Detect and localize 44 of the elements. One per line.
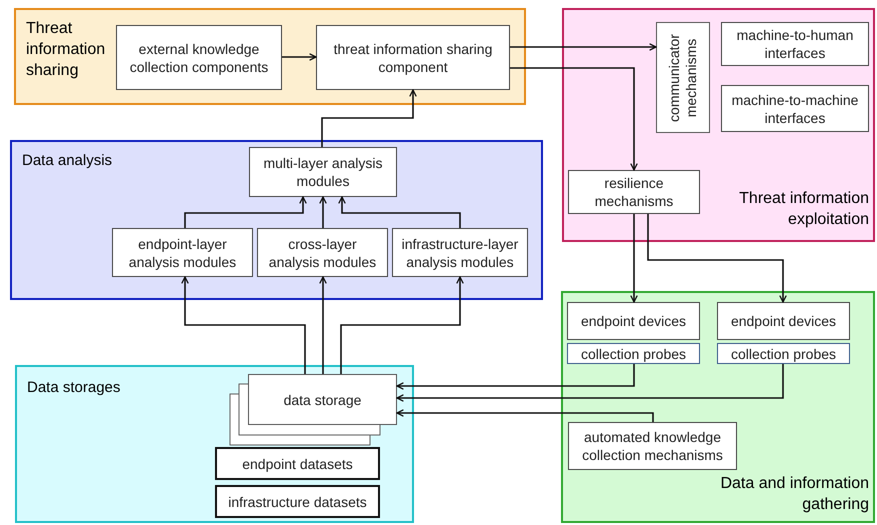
process-box: machine-to-machine interfaces [721, 85, 869, 132]
process-box: collection probes [567, 343, 700, 364]
group-panel [10, 140, 543, 300]
arrow [510, 67, 638, 171]
arrow [319, 196, 327, 228]
process-box: endpoint devices [567, 302, 700, 340]
arrow [340, 276, 464, 374]
process-box: endpoint datasets [215, 447, 380, 480]
process-box: machine-to-human interfaces [721, 22, 869, 66]
group-panel [562, 8, 875, 242]
arrow [396, 364, 635, 390]
arrow [282, 53, 317, 61]
process-box: automated knowledge collection mechanisms [568, 422, 737, 470]
group-panel [561, 291, 875, 523]
process-box: external knowledge collection components [116, 25, 282, 90]
arrow [396, 409, 654, 422]
vertical-box [656, 22, 710, 133]
arrow [181, 276, 306, 374]
process-box: resilience mechanisms [568, 170, 700, 214]
group-panel [14, 8, 526, 105]
arrow [321, 89, 417, 147]
process-box: threat information sharing component [316, 25, 510, 90]
box-label: communicator mechanisms [666, 34, 700, 122]
group-title: Data and information gathering [719, 474, 869, 515]
arrow [396, 364, 784, 402]
process-box: infrastructure datasets [215, 485, 380, 518]
process-box: infrastructure-layer analysis modules [392, 228, 528, 277]
arrow [319, 276, 327, 374]
group-title: Data analysis [22, 151, 112, 171]
group-panel [15, 365, 414, 523]
group-title: Threat information exploitation [738, 189, 869, 230]
arrow [338, 196, 461, 228]
arrow [630, 214, 638, 303]
process-box: multi-layer analysis modules [249, 147, 397, 197]
process-box: endpoint-layer analysis modules [112, 228, 253, 277]
arrow [510, 43, 657, 51]
process-box: endpoint devices [717, 302, 850, 340]
group-title: Threat information sharing [26, 19, 106, 81]
arrow [184, 196, 307, 228]
arrow [647, 214, 787, 303]
group-title: Data storages [27, 378, 120, 398]
process-box: collection probes [717, 343, 850, 364]
process-box: cross-layer analysis modules [257, 228, 388, 277]
process-box: data storage [248, 374, 397, 425]
